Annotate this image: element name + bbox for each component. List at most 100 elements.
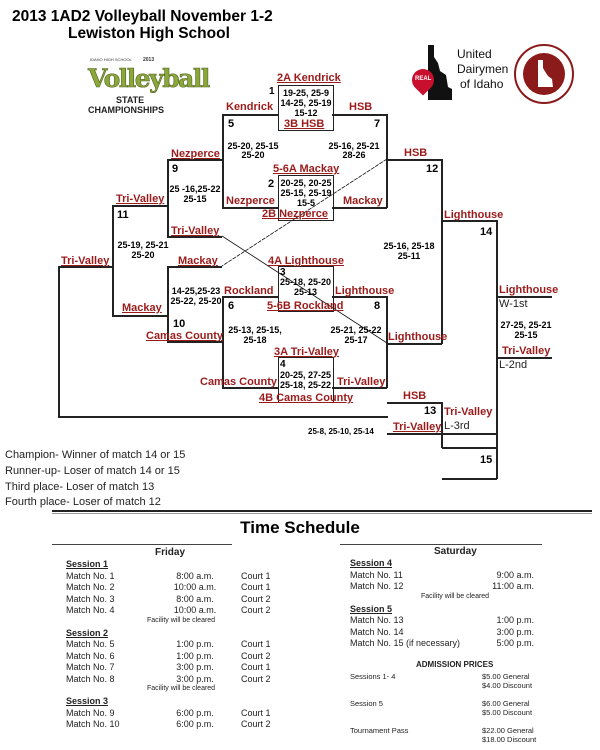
admission-general: $5.00 General bbox=[482, 672, 530, 681]
match-12-top-team: HSB bbox=[404, 147, 428, 159]
match-2-box bbox=[278, 175, 334, 221]
schedule-court: Court 1 bbox=[241, 707, 271, 718]
schedule-match: Match No. 11 bbox=[350, 569, 403, 580]
match-6-score-1: 25-13, 25-15, bbox=[228, 325, 282, 335]
match-11-score-1: 25-19, 25-21 bbox=[117, 240, 169, 250]
match-2-bottom-team: 2B Nezperce bbox=[262, 208, 329, 220]
note-fourth: Fourth place- Loser of match 12 bbox=[5, 496, 161, 508]
match-1-box bbox=[278, 85, 334, 131]
match-10-score-2: 25-22, 25-20 bbox=[170, 296, 222, 306]
match-7-number: 7 bbox=[374, 118, 381, 130]
schedule-match: Match No. 6 bbox=[66, 650, 115, 661]
runner-up-team: Tri-Valley bbox=[502, 345, 551, 357]
logo-year: 2013 bbox=[143, 57, 155, 63]
match-1-score-1: 19-25, 25-9 bbox=[282, 88, 330, 98]
match-14-number: 14 bbox=[480, 226, 493, 238]
match-11-winner: Tri-Valley bbox=[61, 255, 110, 267]
match-5-bottom-team: Nezperce bbox=[226, 195, 275, 207]
schedule-match: Match No. 7 bbox=[66, 662, 115, 672]
match-3-number: 3 bbox=[280, 267, 286, 278]
match-11-score-2: 25-20 bbox=[131, 250, 155, 260]
match-8-number: 8 bbox=[374, 300, 381, 312]
match-12-number: 12 bbox=[426, 163, 439, 175]
match-9-score-2: 25-15 bbox=[183, 194, 207, 204]
champion-team: Lighthouse bbox=[499, 284, 559, 296]
logo-top-text: IDAHO HIGH SCHOOL bbox=[90, 57, 132, 62]
third-place: L-3rd bbox=[444, 420, 470, 432]
match-1-score-3: 15-12 bbox=[294, 108, 318, 118]
schedule-match: Match No. 13 bbox=[350, 615, 404, 625]
schedule-match: Match No. 14 bbox=[350, 626, 404, 637]
note-runner-up: Runner-up- Loser of match 14 or 15 bbox=[5, 465, 180, 477]
match-10-number: 10 bbox=[173, 318, 186, 330]
schedule-match: Match No. 2 bbox=[66, 582, 115, 592]
schedule-match: Match No. 9 bbox=[66, 707, 115, 718]
dairymen-line3: of Idaho bbox=[460, 77, 504, 91]
admission-label: Sessions 1- 4 bbox=[350, 672, 396, 681]
match-6-score-2: 25-18 bbox=[243, 335, 267, 345]
schedule-time: 3:00 p.m. bbox=[496, 626, 534, 637]
match-1-top-team: 2A Kendrick bbox=[277, 72, 341, 84]
match-13-top-team: HSB bbox=[403, 390, 427, 402]
schedule-court: Court 2 bbox=[241, 650, 271, 661]
schedule-time: 5:00 p.m. bbox=[496, 638, 534, 648]
schedule-time: 6:00 p.m. bbox=[176, 719, 214, 729]
friday-header: Friday bbox=[155, 547, 186, 558]
schedule-time: 6:00 p.m. bbox=[176, 707, 214, 718]
schedule-time: 1:00 p.m. bbox=[496, 615, 534, 625]
match-11-bottom-team: Mackay bbox=[122, 302, 162, 314]
match-4-bottom-team: 4B Camas County bbox=[259, 392, 354, 404]
match-4-score-2: 25-18, 25-22 bbox=[279, 380, 332, 390]
session-label: Session 3 bbox=[66, 696, 109, 706]
schedule-match: Match No. 4 bbox=[66, 605, 115, 615]
admission-general: $6.00 General bbox=[482, 699, 530, 708]
match-13-winner: Tri-Valley bbox=[444, 406, 493, 418]
match-13-score: 25-8, 25-10, 25-14 bbox=[308, 427, 374, 436]
match-13-bottom-team: Tri-Valley bbox=[393, 421, 442, 433]
saturday-header: Saturday bbox=[434, 546, 477, 557]
admission-label: Session 5 bbox=[350, 699, 383, 708]
schedule-match: Match No. 12 bbox=[350, 581, 404, 591]
match-14-score-2: 25-15 bbox=[514, 330, 538, 340]
facility-note: Facility will be cleared bbox=[147, 685, 216, 692]
schedule-court: Court 1 bbox=[241, 662, 271, 672]
match-12-bottom-team: Lighthouse bbox=[388, 331, 448, 343]
dairymen-line2: Dairymen bbox=[457, 62, 509, 76]
match-2-number: 2 bbox=[268, 178, 275, 190]
volleyball-championship-logo: IDAHO HIGH SCHOOL 2013 Volleyball STATE … bbox=[88, 57, 223, 119]
match-14-top-team: Lighthouse bbox=[444, 209, 504, 221]
match-5-number: 5 bbox=[228, 118, 235, 130]
schedule-court: Court 2 bbox=[241, 593, 271, 604]
schedule-court: Court 2 bbox=[241, 719, 271, 729]
match-9-top-team: Nezperce bbox=[171, 148, 220, 160]
match-6-number: 6 bbox=[228, 300, 235, 312]
match-10-top-team: Mackay bbox=[178, 255, 218, 267]
match-11-top-team: Tri-Valley bbox=[116, 193, 165, 205]
match-14-score-1: 27-25, 25-21 bbox=[500, 320, 552, 330]
match-3-box bbox=[278, 266, 334, 312]
schedule-court: Court 2 bbox=[241, 673, 271, 684]
match-2-top-team: 5-6A Mackay bbox=[273, 163, 340, 175]
match-4-score-1: 20-25, 27-25 bbox=[279, 370, 332, 380]
logo-main-text: Volleyball bbox=[88, 64, 211, 94]
united-dairymen-logo: REAL United Dairymen of Idaho bbox=[407, 45, 510, 105]
match-7-score-2: 28-26 bbox=[342, 150, 366, 160]
admission-title: ADMISSION PRICES bbox=[416, 660, 494, 669]
match-5-score-2: 25-20 bbox=[241, 150, 265, 160]
runner-up-place: L-2nd bbox=[499, 359, 528, 371]
match-10-score-1: 14-25,25-23 bbox=[171, 286, 221, 296]
match-3-top-team: 4A Lighthouse bbox=[268, 255, 344, 267]
schedule-court: Court 1 bbox=[241, 570, 271, 581]
schedule-time: 1:00 p.m. bbox=[176, 639, 214, 649]
match-7-top-team: HSB bbox=[349, 101, 373, 113]
schedule-match: Match No. 15 (if necessary) bbox=[350, 638, 461, 648]
match-15-number: 15 bbox=[480, 454, 493, 466]
page-title-line2: Lewiston High School bbox=[68, 25, 230, 42]
schedule-time: 10:00 a.m. bbox=[173, 605, 217, 615]
schedule-court: Court 1 bbox=[241, 639, 271, 649]
match-1-bottom-team: 3B HSB bbox=[284, 118, 325, 130]
session-label: Session 2 bbox=[66, 627, 109, 638]
logo-state-text: STATE bbox=[116, 95, 145, 105]
match-7-bottom-team: Mackay bbox=[343, 195, 383, 207]
match-1-score-2: 14-25, 25-19 bbox=[280, 98, 332, 108]
